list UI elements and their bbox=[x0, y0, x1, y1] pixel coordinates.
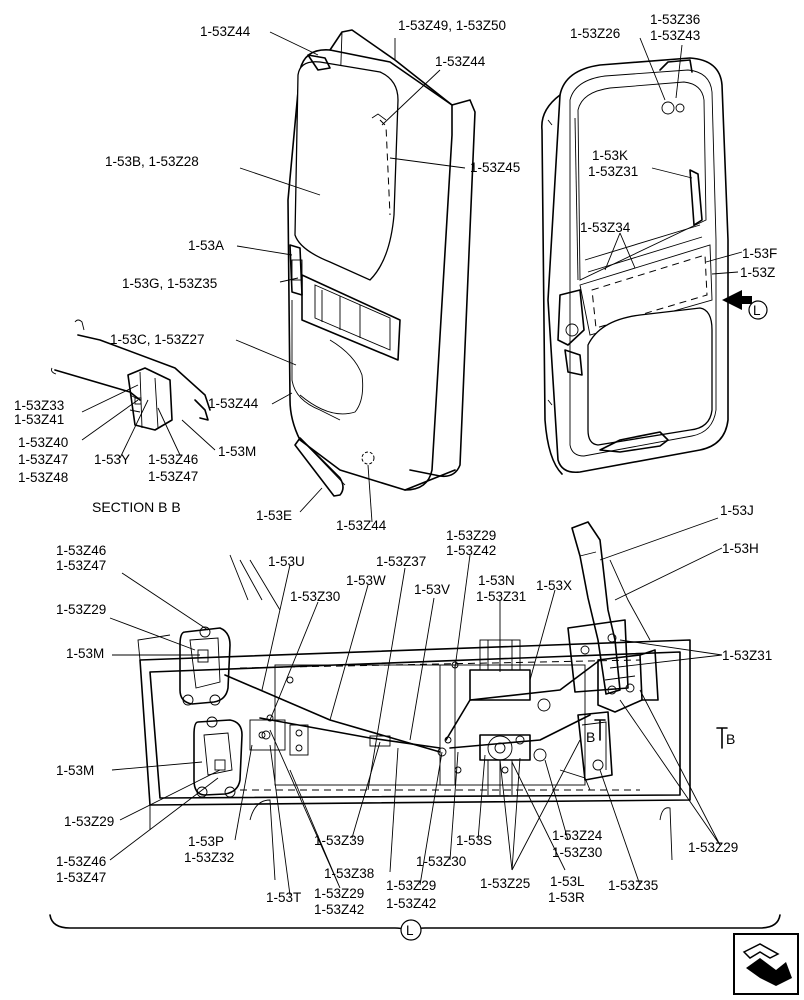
label-p: 1-53P bbox=[188, 834, 224, 849]
label-m-lower1: 1-53M bbox=[66, 646, 104, 661]
next-page-button[interactable] bbox=[733, 933, 799, 995]
label-z42-top: 1-53Z42 bbox=[446, 543, 496, 558]
label-u: 1-53U bbox=[268, 554, 305, 569]
label-z: 1-53Z bbox=[740, 265, 775, 280]
label-z40: 1-53Z40 bbox=[18, 435, 68, 450]
label-z45: 1-53Z45 bbox=[470, 160, 520, 175]
label-t: 1-53T bbox=[266, 890, 301, 905]
door-interior-view bbox=[541, 57, 729, 475]
label-z44-glass: 1-53Z44 bbox=[435, 54, 486, 69]
label-z48: 1-53Z48 bbox=[18, 470, 68, 485]
label-z32: 1-53Z32 bbox=[184, 850, 234, 865]
label-z34: 1-53Z34 bbox=[580, 220, 631, 235]
label-z25: 1-53Z25 bbox=[480, 876, 530, 891]
label-a: 1-53A bbox=[188, 238, 224, 253]
label-z47-b: 1-53Z47 bbox=[148, 469, 198, 484]
label-z47-d: 1-53Z47 bbox=[56, 870, 106, 885]
view-l-circle-bottom bbox=[400, 919, 422, 941]
label-c-z27: 1-53C, 1-53Z27 bbox=[110, 332, 205, 347]
label-l: 1-53L bbox=[550, 874, 585, 889]
label-y: 1-53Y bbox=[94, 452, 130, 467]
label-z46-b: 1-53Z46 bbox=[56, 543, 106, 558]
label-z29-top: 1-53Z29 bbox=[446, 528, 496, 543]
label-z36: 1-53Z36 bbox=[650, 12, 700, 27]
label-z29-bottom2: 1-53Z29 bbox=[386, 878, 436, 893]
label-z46-a: 1-53Z46 bbox=[148, 452, 198, 467]
label-z31-k: 1-53Z31 bbox=[588, 164, 638, 179]
label-z42-bottom2: 1-53Z42 bbox=[386, 896, 436, 911]
label-n: 1-53N bbox=[478, 573, 515, 588]
label-z41: 1-53Z41 bbox=[14, 412, 64, 427]
label-z26: 1-53Z26 bbox=[570, 26, 620, 41]
label-v: 1-53V bbox=[414, 582, 450, 597]
next-page-arrow-icon bbox=[742, 943, 792, 986]
label-view-l-bottom: L bbox=[406, 923, 414, 938]
part-labels: 1-53Z44 1-53Z49, 1-53Z50 1-53Z44 1-53B, … bbox=[14, 12, 777, 938]
label-k: 1-53K bbox=[592, 148, 628, 163]
label-r: 1-53R bbox=[548, 890, 585, 905]
label-b-arrow-1: B bbox=[586, 729, 595, 745]
label-z29-left: 1-53Z29 bbox=[56, 602, 106, 617]
label-z43: 1-53Z43 bbox=[650, 28, 700, 43]
label-z35: 1-53Z35 bbox=[608, 878, 658, 893]
label-z47-c: 1-53Z47 bbox=[56, 558, 106, 573]
label-m-top: 1-53M bbox=[218, 444, 256, 459]
label-w: 1-53W bbox=[346, 573, 386, 588]
label-b-arrow-2: B bbox=[726, 731, 735, 747]
section-bb-detail bbox=[51, 319, 211, 431]
label-z29-right: 1-53Z29 bbox=[688, 840, 738, 855]
label-x: 1-53X bbox=[536, 578, 572, 593]
label-z46-c: 1-53Z46 bbox=[56, 854, 106, 869]
label-z37: 1-53Z37 bbox=[376, 554, 426, 569]
label-z31-n: 1-53Z31 bbox=[476, 589, 526, 604]
label-s: 1-53S bbox=[456, 833, 492, 848]
label-m-lower2: 1-53M bbox=[56, 763, 94, 778]
label-e: 1-53E bbox=[256, 508, 292, 523]
label-b-z28: 1-53B, 1-53Z28 bbox=[105, 154, 199, 169]
label-z24: 1-53Z24 bbox=[552, 828, 603, 843]
label-z49-z50: 1-53Z49, 1-53Z50 bbox=[398, 18, 506, 33]
label-z44-bottom: 1-53Z44 bbox=[336, 518, 387, 533]
label-z31-right: 1-53Z31 bbox=[722, 648, 772, 663]
label-z30-right: 1-53Z30 bbox=[552, 845, 602, 860]
label-z42-bottom1: 1-53Z42 bbox=[314, 902, 364, 917]
label-f: 1-53F bbox=[742, 246, 777, 261]
section-b-arrows bbox=[594, 719, 728, 749]
label-z29-lowleft: 1-53Z29 bbox=[64, 814, 114, 829]
label-view-l: L bbox=[753, 303, 761, 318]
label-z30-mid: 1-53Z30 bbox=[416, 854, 466, 869]
label-g-z35: 1-53G, 1-53Z35 bbox=[122, 276, 217, 291]
label-z44-top: 1-53Z44 bbox=[200, 24, 251, 39]
label-z47-a: 1-53Z47 bbox=[18, 452, 68, 467]
label-z39: 1-53Z39 bbox=[314, 833, 364, 848]
view-l-arrow-top bbox=[722, 290, 768, 320]
label-z33: 1-53Z33 bbox=[14, 398, 64, 413]
label-z38: 1-53Z38 bbox=[324, 866, 374, 881]
label-j: 1-53J bbox=[720, 503, 754, 518]
label-z29-bottom1: 1-53Z29 bbox=[314, 886, 364, 901]
door-exterior-view bbox=[287, 29, 476, 497]
label-section-bb: SECTION B B bbox=[92, 499, 181, 515]
label-z44-mid: 1-53Z44 bbox=[208, 396, 259, 411]
label-h: 1-53H bbox=[722, 541, 759, 556]
leader-lines bbox=[81, 31, 743, 896]
label-z30-left: 1-53Z30 bbox=[290, 589, 340, 604]
